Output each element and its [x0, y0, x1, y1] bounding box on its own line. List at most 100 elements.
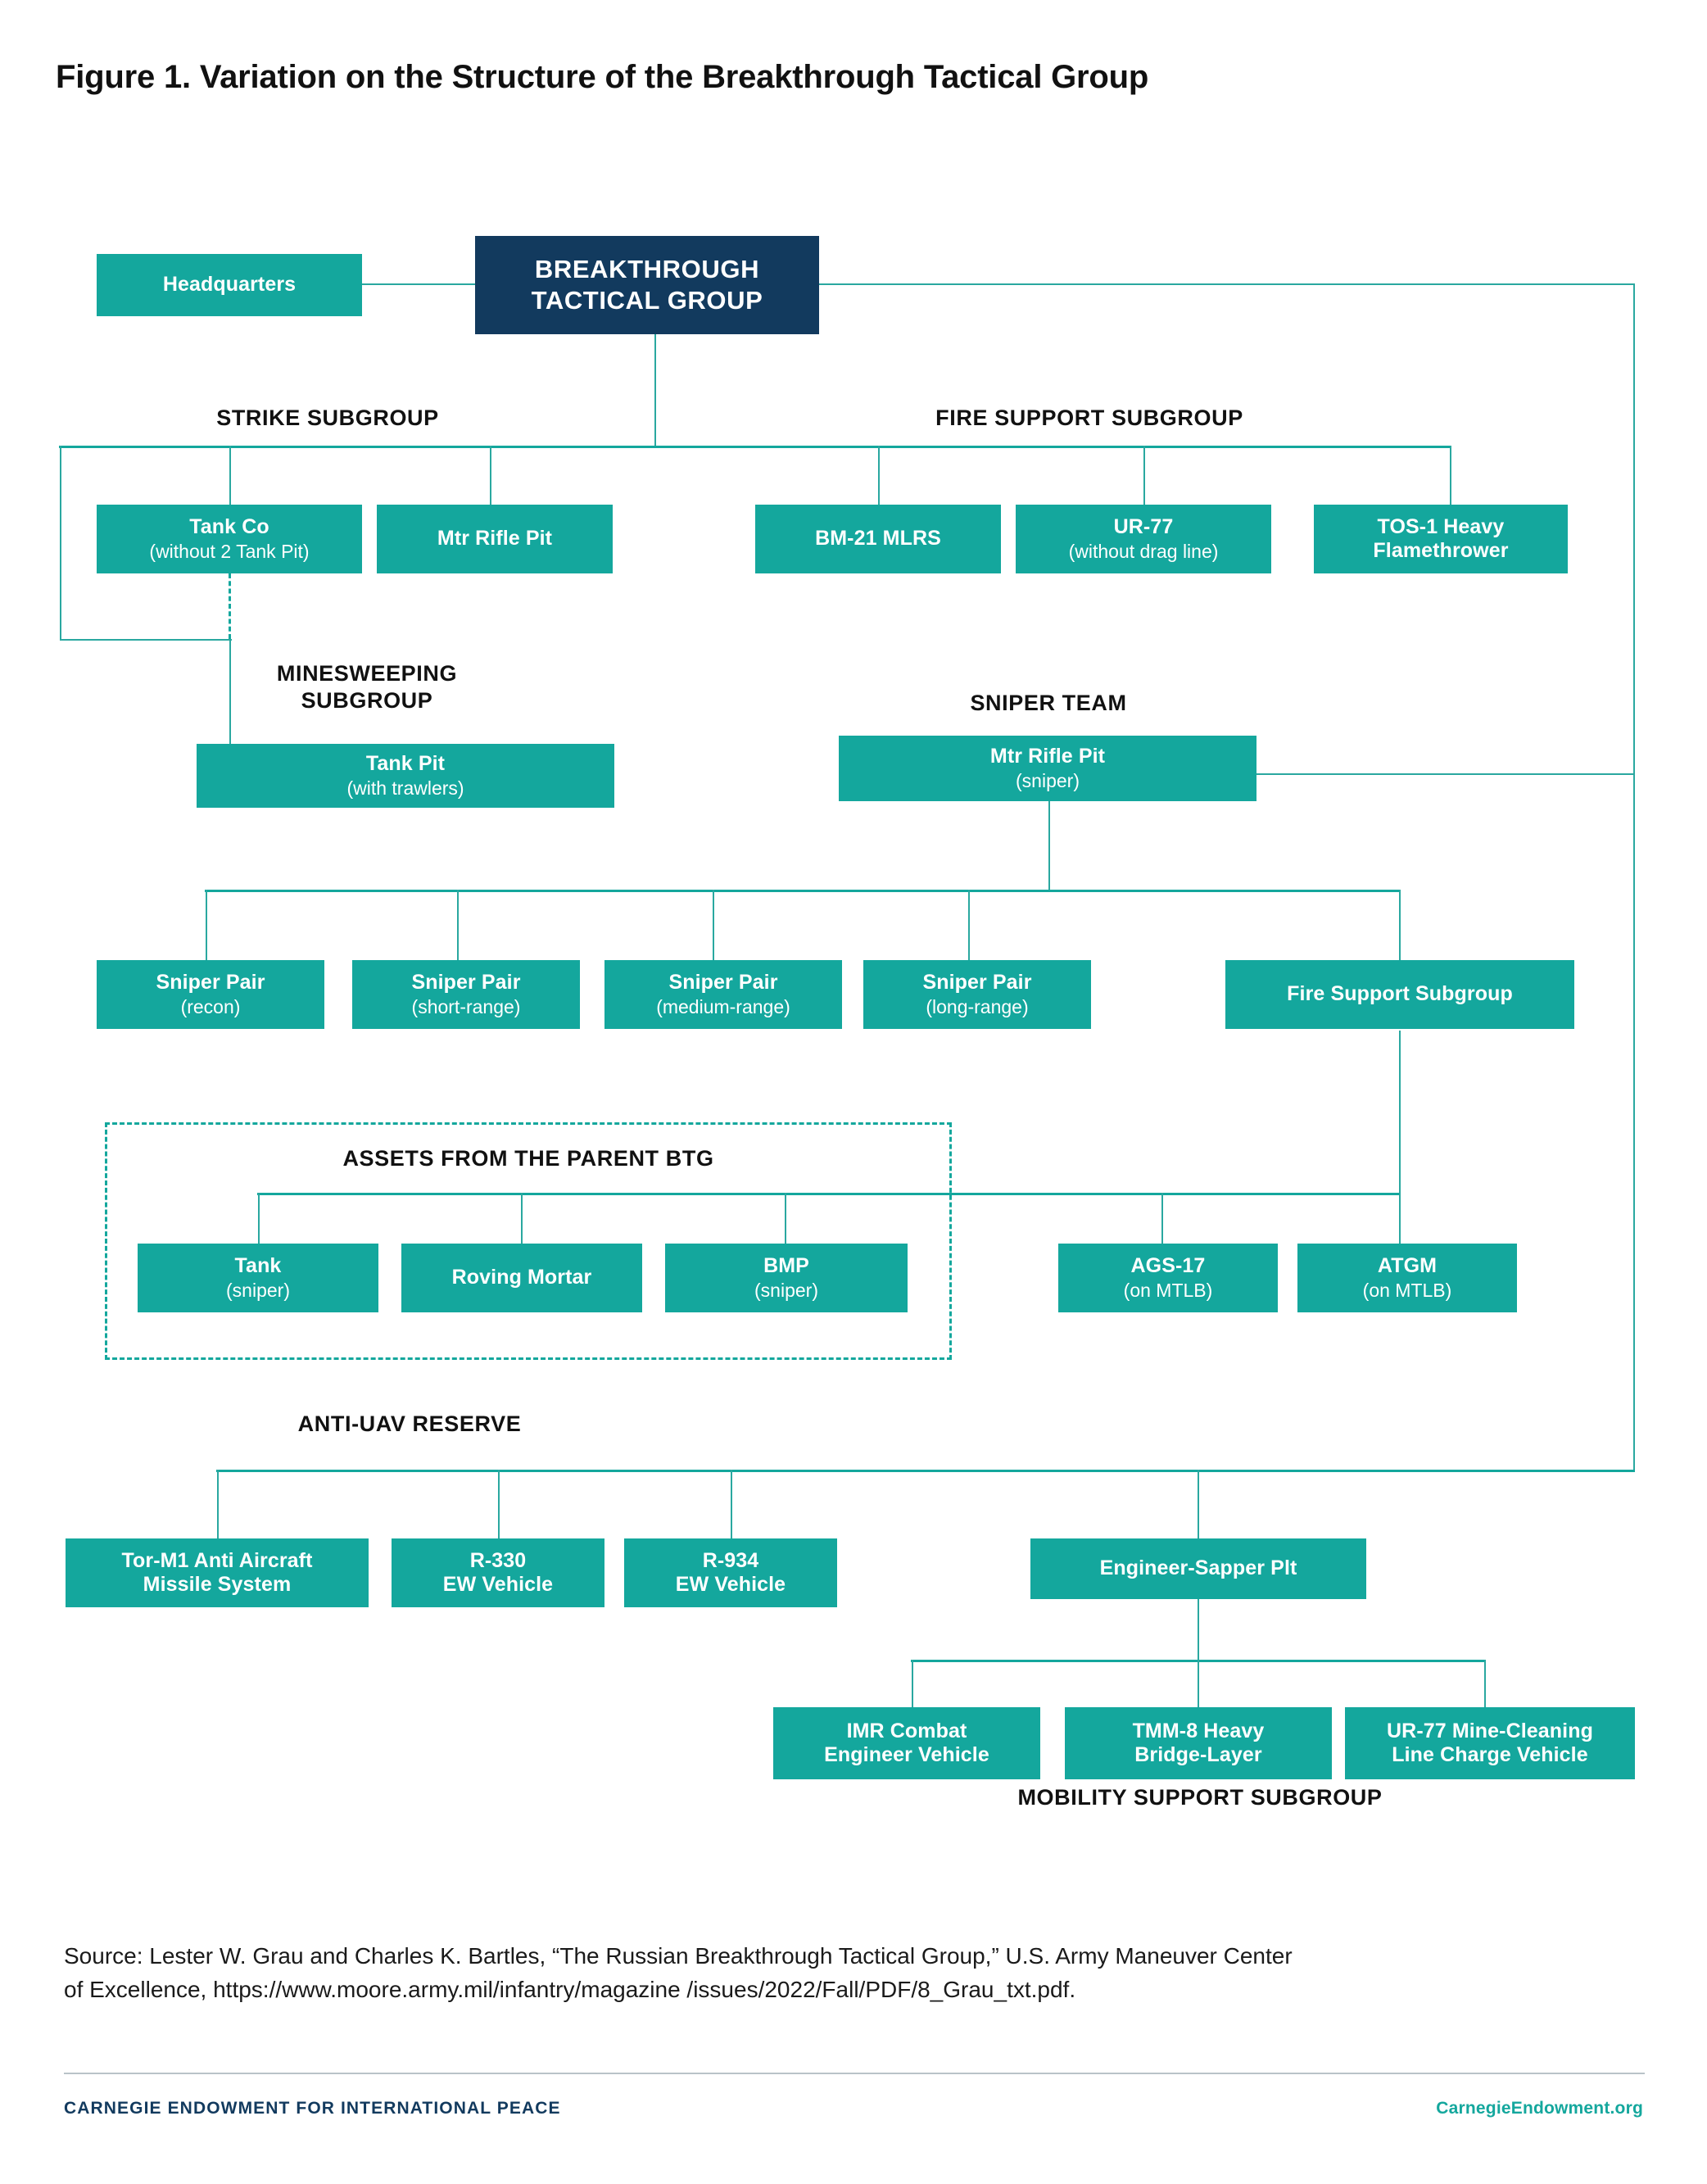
footer-organization: CARNEGIE ENDOWMENT FOR INTERNATIONAL PEA… [64, 2099, 561, 2118]
connector-antiuav-bar [216, 1470, 1635, 1472]
node-tos1-line1: TOS-1 Heavy [1377, 514, 1505, 538]
connector-left-bracket-across [60, 639, 232, 641]
connector-leg-r330 [498, 1470, 500, 1540]
node-ags17[interactable]: AGS-17 (on MTLB) [1058, 1244, 1278, 1312]
connector-to-tankpit [229, 639, 231, 745]
node-ags17-line1: AGS-17 [1130, 1253, 1206, 1277]
node-r330-line2: EW Vehicle [442, 1573, 554, 1596]
node-fire-support-subgroup[interactable]: Fire Support Subgroup [1225, 960, 1574, 1029]
connector-leg-engineersapper [1198, 1470, 1199, 1540]
node-tank-pit-line2: (with trawlers) [346, 777, 464, 800]
node-sniper-long-line1: Sniper Pair [922, 970, 1032, 994]
node-sniper-pair-medium-range[interactable]: Sniper Pair (medium-range) [604, 960, 842, 1029]
connector-leg-bmp [785, 1193, 786, 1245]
connector-leg-tos1 [1450, 446, 1451, 505]
node-tos1-heavy-flamethrower[interactable]: TOS-1 Heavy Flamethrower [1314, 505, 1568, 573]
node-atgm-line2: (on MTLB) [1362, 1280, 1452, 1302]
node-tank-pit-line1: Tank Pit [365, 751, 446, 775]
connector-leg-mtrrifle [490, 446, 491, 505]
node-sniper-pair-recon[interactable]: Sniper Pair (recon) [97, 960, 324, 1029]
node-engineer-sapper-label: Engineer-Sapper Plt [1099, 1556, 1297, 1580]
connector-leg-sniper-long [968, 890, 970, 962]
node-tank-sniper[interactable]: Tank (sniper) [138, 1244, 378, 1312]
connector-leg-bm21 [878, 446, 880, 505]
node-engineer-sapper-plt[interactable]: Engineer-Sapper Plt [1030, 1538, 1366, 1599]
node-bm21-label: BM-21 MLRS [815, 527, 941, 551]
node-imr-line2: Engineer Vehicle [824, 1743, 989, 1766]
connector-hq-root [360, 283, 477, 285]
node-bmp-sniper-line2: (sniper) [754, 1280, 818, 1302]
node-ur77-mine-line2: Line Charge Vehicle [1392, 1743, 1588, 1766]
node-sniper-recon-line2: (recon) [180, 996, 241, 1018]
node-fire-support-subgroup-label: Fire Support Subgroup [1287, 982, 1513, 1006]
node-atgm[interactable]: ATGM (on MTLB) [1297, 1244, 1517, 1312]
node-imr-line1: IMR Combat [846, 1719, 967, 1742]
node-headquarters[interactable]: Headquarters [97, 254, 362, 316]
connector-subgroup-bar [59, 446, 1451, 448]
connector-leg-firesupportsub [1399, 890, 1401, 962]
node-ur77-line2: (without drag line) [1068, 541, 1219, 563]
node-sniper-pair-short-range[interactable]: Sniper Pair (short-range) [352, 960, 580, 1029]
node-torm1-line2: Missile System [143, 1573, 292, 1596]
page-title: Figure 1. Variation on the Structure of … [56, 59, 1149, 95]
connector-root-down [654, 334, 656, 446]
node-roving-mortar[interactable]: Roving Mortar [401, 1244, 642, 1312]
connector-leg-torm1 [217, 1470, 219, 1540]
node-ags17-line2: (on MTLB) [1123, 1280, 1213, 1302]
node-root-line1: BREAKTHROUGH [534, 255, 760, 284]
node-atgm-line1: ATGM [1377, 1253, 1438, 1277]
connector-sniperhead-down [1048, 801, 1050, 891]
connector-leg-r934 [731, 1470, 732, 1540]
footer-divider [64, 2073, 1645, 2074]
node-mtr-rifle-pit-sniper[interactable]: Mtr Rifle Pit (sniper) [839, 736, 1256, 801]
connector-left-bracket-down [60, 446, 61, 641]
node-torm1-line1: Tor-M1 Anti Aircraft [121, 1548, 313, 1572]
connector-engineersapper-down [1198, 1596, 1199, 1661]
node-headquarters-label: Headquarters [162, 273, 297, 297]
node-breakthrough-tactical-group[interactable]: BREAKTHROUGH TACTICAL GROUP [475, 236, 819, 334]
node-r934-line2: EW Vehicle [675, 1573, 786, 1596]
caption-minesweeping-subgroup: MINESWEEPING SUBGROUP [276, 661, 458, 713]
node-tank-co[interactable]: Tank Co (without 2 Tank Pit) [97, 505, 362, 573]
node-bmp-sniper-line1: BMP [763, 1253, 809, 1277]
node-r934[interactable]: R-934 EW Vehicle [624, 1538, 837, 1607]
node-tmm8-line1: TMM-8 Heavy [1132, 1719, 1265, 1742]
connector-leg-sniper-short [457, 890, 459, 962]
node-bmp-sniper[interactable]: BMP (sniper) [665, 1244, 908, 1312]
connector-leg-ur77mine [1484, 1660, 1486, 1710]
connector-leg-sniper-recon [206, 890, 207, 962]
node-r934-line1: R-934 [702, 1548, 759, 1572]
node-r330[interactable]: R-330 EW Vehicle [392, 1538, 604, 1607]
node-sniper-long-line2: (long-range) [926, 996, 1029, 1018]
connector-root-right [817, 283, 1635, 285]
caption-mobility-support-subgroup: MOBILITY SUPPORT SUBGROUP [1017, 1785, 1383, 1810]
node-ur77[interactable]: UR-77 (without drag line) [1016, 505, 1271, 573]
node-tank-pit[interactable]: Tank Pit (with trawlers) [197, 744, 614, 808]
node-mtr-rifle-pit[interactable]: Mtr Rifle Pit [377, 505, 613, 573]
node-r330-line1: R-330 [469, 1548, 527, 1572]
node-tank-co-line1: Tank Co [189, 514, 269, 538]
source-line-1: Source: Lester W. Grau and Charles K. Ba… [64, 1943, 1293, 1969]
node-sniper-pair-long-range[interactable]: Sniper Pair (long-range) [863, 960, 1091, 1029]
node-tank-co-line2: (without 2 Tank Pit) [149, 541, 310, 563]
node-sniper-recon-line1: Sniper Pair [156, 970, 265, 994]
connector-leg-tank [258, 1193, 260, 1245]
caption-sniper-team: SNIPER TEAM [970, 691, 1127, 715]
node-imr-combat-engineer-vehicle[interactable]: IMR Combat Engineer Vehicle [773, 1707, 1040, 1779]
node-bm21-mlrs[interactable]: BM-21 MLRS [755, 505, 1001, 573]
footer-website[interactable]: CarnegieEndowment.org [1436, 2099, 1643, 2118]
node-tmm8-bridge-layer[interactable]: TMM-8 Heavy Bridge-Layer [1065, 1707, 1332, 1779]
node-root-line2: TACTICAL GROUP [531, 286, 763, 315]
node-mtr-rifle-pit-label: Mtr Rifle Pit [437, 527, 553, 551]
connector-firesupportsub-down [1399, 1031, 1401, 1194]
connector-leg-imr [912, 1660, 913, 1710]
node-tor-m1[interactable]: Tor-M1 Anti Aircraft Missile System [66, 1538, 369, 1607]
caption-fire-support-subgroup: FIRE SUPPORT SUBGROUP [935, 406, 1243, 430]
node-ur77-mine-cleaning[interactable]: UR-77 Mine-Cleaning Line Charge Vehicle [1345, 1707, 1635, 1779]
connector-sniper-bar [205, 890, 1401, 892]
node-tos1-line2: Flamethrower [1373, 539, 1509, 562]
connector-leg-rovingmortar [521, 1193, 523, 1245]
node-sniper-medium-line2: (medium-range) [656, 996, 790, 1018]
connector-right-spine [1633, 283, 1635, 1471]
